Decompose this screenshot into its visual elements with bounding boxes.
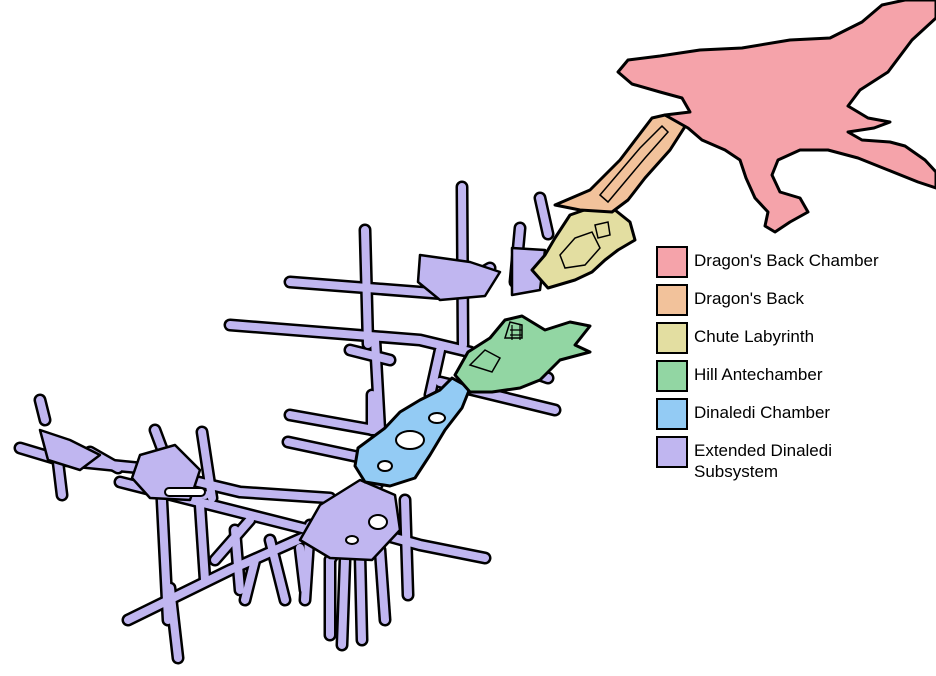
legend-label: Dragon's Back Chamber (694, 251, 879, 270)
legend-label: Hill Antechamber (694, 365, 823, 384)
legend-item-chute-labyrinth: Chute Labyrinth (656, 322, 931, 354)
legend-swatch (656, 246, 688, 278)
region-extended-dinaledi-subsystem (13, 180, 562, 665)
legend-item-dinaledi-chamber: Dinaledi Chamber (656, 398, 931, 430)
region-dinaledi-chamber (353, 376, 472, 488)
legend-swatch (656, 398, 688, 430)
legend-item-extended-dinaledi-subsystem: Extended Dinaledi Subsystem (656, 436, 931, 482)
legend-swatch (656, 322, 688, 354)
legend-item-dragons-back: Dragon's Back (656, 284, 931, 316)
region-dragons-back-chamber (616, 0, 936, 234)
legend-item-hill-antechamber: Hill Antechamber (656, 360, 931, 392)
region-chute-labyrinth (530, 206, 637, 290)
legend-swatch (656, 436, 688, 468)
legend-label: Dragon's Back (694, 289, 805, 308)
legend-label: Dinaledi Chamber (694, 403, 831, 422)
map-legend: Dragon's Back Chamber Dragon's Back Chut… (656, 246, 931, 488)
legend-swatch (656, 360, 688, 392)
legend-label: Extended Dinaledi Subsystem (694, 441, 832, 481)
legend-item-dragons-back-chamber: Dragon's Back Chamber (656, 246, 931, 278)
legend-label: Chute Labyrinth (694, 327, 815, 346)
region-hill-antechamber (453, 314, 592, 394)
legend-swatch (656, 284, 688, 316)
region-dragons-back (553, 113, 688, 214)
